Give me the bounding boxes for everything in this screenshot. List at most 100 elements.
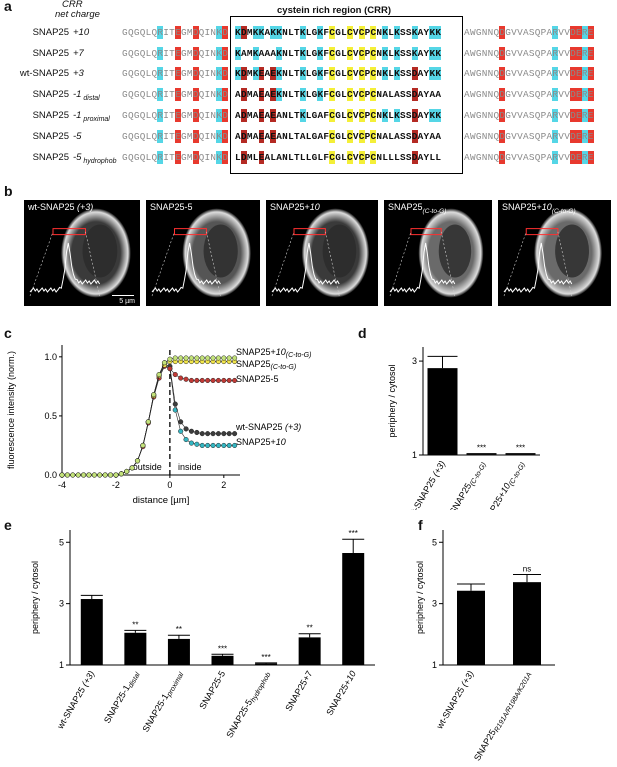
sequence-right: AWGNNQDGVVASQPARVVDERE — [464, 130, 594, 143]
residue: P — [364, 27, 371, 38]
residue: Q — [534, 152, 541, 163]
microscopy-image: wt-SNAP25 (+3)5 µm — [24, 200, 140, 306]
residue: C — [358, 130, 365, 143]
annotation-inside: inside — [178, 462, 202, 472]
residue: V — [558, 68, 565, 79]
residue: L — [341, 48, 347, 59]
residue: S — [405, 48, 412, 59]
image-label: SNAP25+10 — [270, 202, 320, 212]
legend-label: SNAP25+10(C-to-G) — [236, 347, 311, 359]
residue: G — [335, 27, 341, 38]
residue: I — [163, 89, 170, 100]
data-point — [75, 472, 81, 478]
residue: V — [511, 110, 517, 121]
guide-line — [389, 231, 412, 297]
residue: L — [305, 110, 312, 121]
residue: L — [288, 68, 294, 79]
residue: D — [192, 26, 199, 39]
residue: I — [204, 48, 211, 59]
residue: A — [417, 48, 424, 59]
residue: E — [175, 130, 181, 143]
cell-nucleus — [555, 224, 590, 278]
label-italic: (+3) — [429, 459, 447, 480]
residue: Y — [423, 48, 430, 59]
residue: D — [192, 47, 199, 60]
sequence-left: GQGQLQRITEGMDQINKD — [122, 88, 229, 101]
residue: L — [388, 110, 394, 121]
guide-line — [151, 231, 175, 297]
residue: M — [186, 68, 193, 79]
residue: D — [570, 67, 576, 80]
residue: Y — [423, 152, 430, 163]
guide-line — [557, 231, 573, 297]
residue: L — [388, 48, 394, 59]
guide-line — [85, 231, 100, 297]
data-point — [194, 355, 200, 361]
sequence-right: AWGNNQDGVVASQPARVVDERE — [464, 67, 594, 80]
residue: T — [293, 68, 300, 79]
sequence-right: AWGNNQDGVVASQPARVVDERE — [464, 151, 594, 164]
residue: Q — [151, 68, 158, 79]
residue: G — [133, 68, 140, 79]
data-point — [205, 442, 211, 449]
residue: K — [411, 47, 418, 60]
series-line — [62, 357, 235, 476]
residue: N — [376, 48, 383, 59]
residue: K — [252, 26, 259, 39]
residue: L — [388, 152, 394, 163]
sequence-left: GQGQLQRITEGMDQINKD — [122, 130, 229, 143]
charge-value: +3 — [73, 68, 84, 79]
residue: L — [305, 27, 312, 38]
data-point — [199, 355, 205, 361]
residue: A — [235, 110, 241, 121]
residue: Q — [127, 131, 134, 142]
residue: C — [329, 151, 336, 164]
data-point — [113, 472, 119, 478]
residue: E — [258, 109, 265, 122]
residue: L — [341, 152, 347, 163]
legend-label: wt-SNAP25 (+3) — [235, 422, 301, 432]
category-label: wt-SNAP25 (+3) — [55, 669, 97, 731]
data-point — [188, 428, 195, 434]
residue: E — [587, 67, 594, 80]
residue: R — [552, 151, 559, 164]
data-point — [232, 442, 238, 449]
residue: I — [163, 48, 170, 59]
residue: K — [394, 109, 400, 122]
y-tick-label: 0.0 — [44, 470, 57, 480]
residue: G — [133, 48, 140, 59]
residue: G — [505, 110, 512, 121]
cell-image — [389, 208, 484, 298]
label-italic: 10 — [499, 481, 513, 495]
residue: F — [323, 152, 330, 163]
residue: N — [282, 27, 288, 38]
y-tick-label: 1.0 — [44, 352, 57, 362]
residue: N — [481, 89, 488, 100]
residue: C — [346, 151, 353, 164]
category-label: SNAP25+10 — [324, 669, 358, 717]
legend-name: SNAP25+ — [236, 347, 276, 357]
residue: N — [210, 89, 217, 100]
residue: G — [133, 131, 140, 142]
residue: G — [122, 152, 128, 163]
data-point — [232, 431, 238, 437]
y-axis-label: periphery / cytosol — [387, 364, 397, 437]
residue: F — [323, 27, 330, 38]
residue: N — [376, 152, 383, 163]
bar — [427, 368, 458, 455]
residue: K — [435, 26, 442, 39]
crr-header: CRR — [62, 0, 83, 10]
label-italic: (+3) — [458, 669, 476, 690]
residue: S — [528, 68, 535, 79]
residue: A — [270, 48, 277, 59]
residue: G — [311, 110, 318, 121]
sequence-crr: KDMKKAKKNLTKLGKFCGLCVCPCNKLKSSKAYKK — [235, 26, 442, 39]
guide-line — [440, 231, 456, 297]
residue: G — [122, 68, 128, 79]
residue: L — [288, 48, 294, 59]
residue: D — [192, 88, 199, 101]
label-main: SNAP25-5 — [150, 202, 193, 212]
residue: Q — [198, 68, 205, 79]
